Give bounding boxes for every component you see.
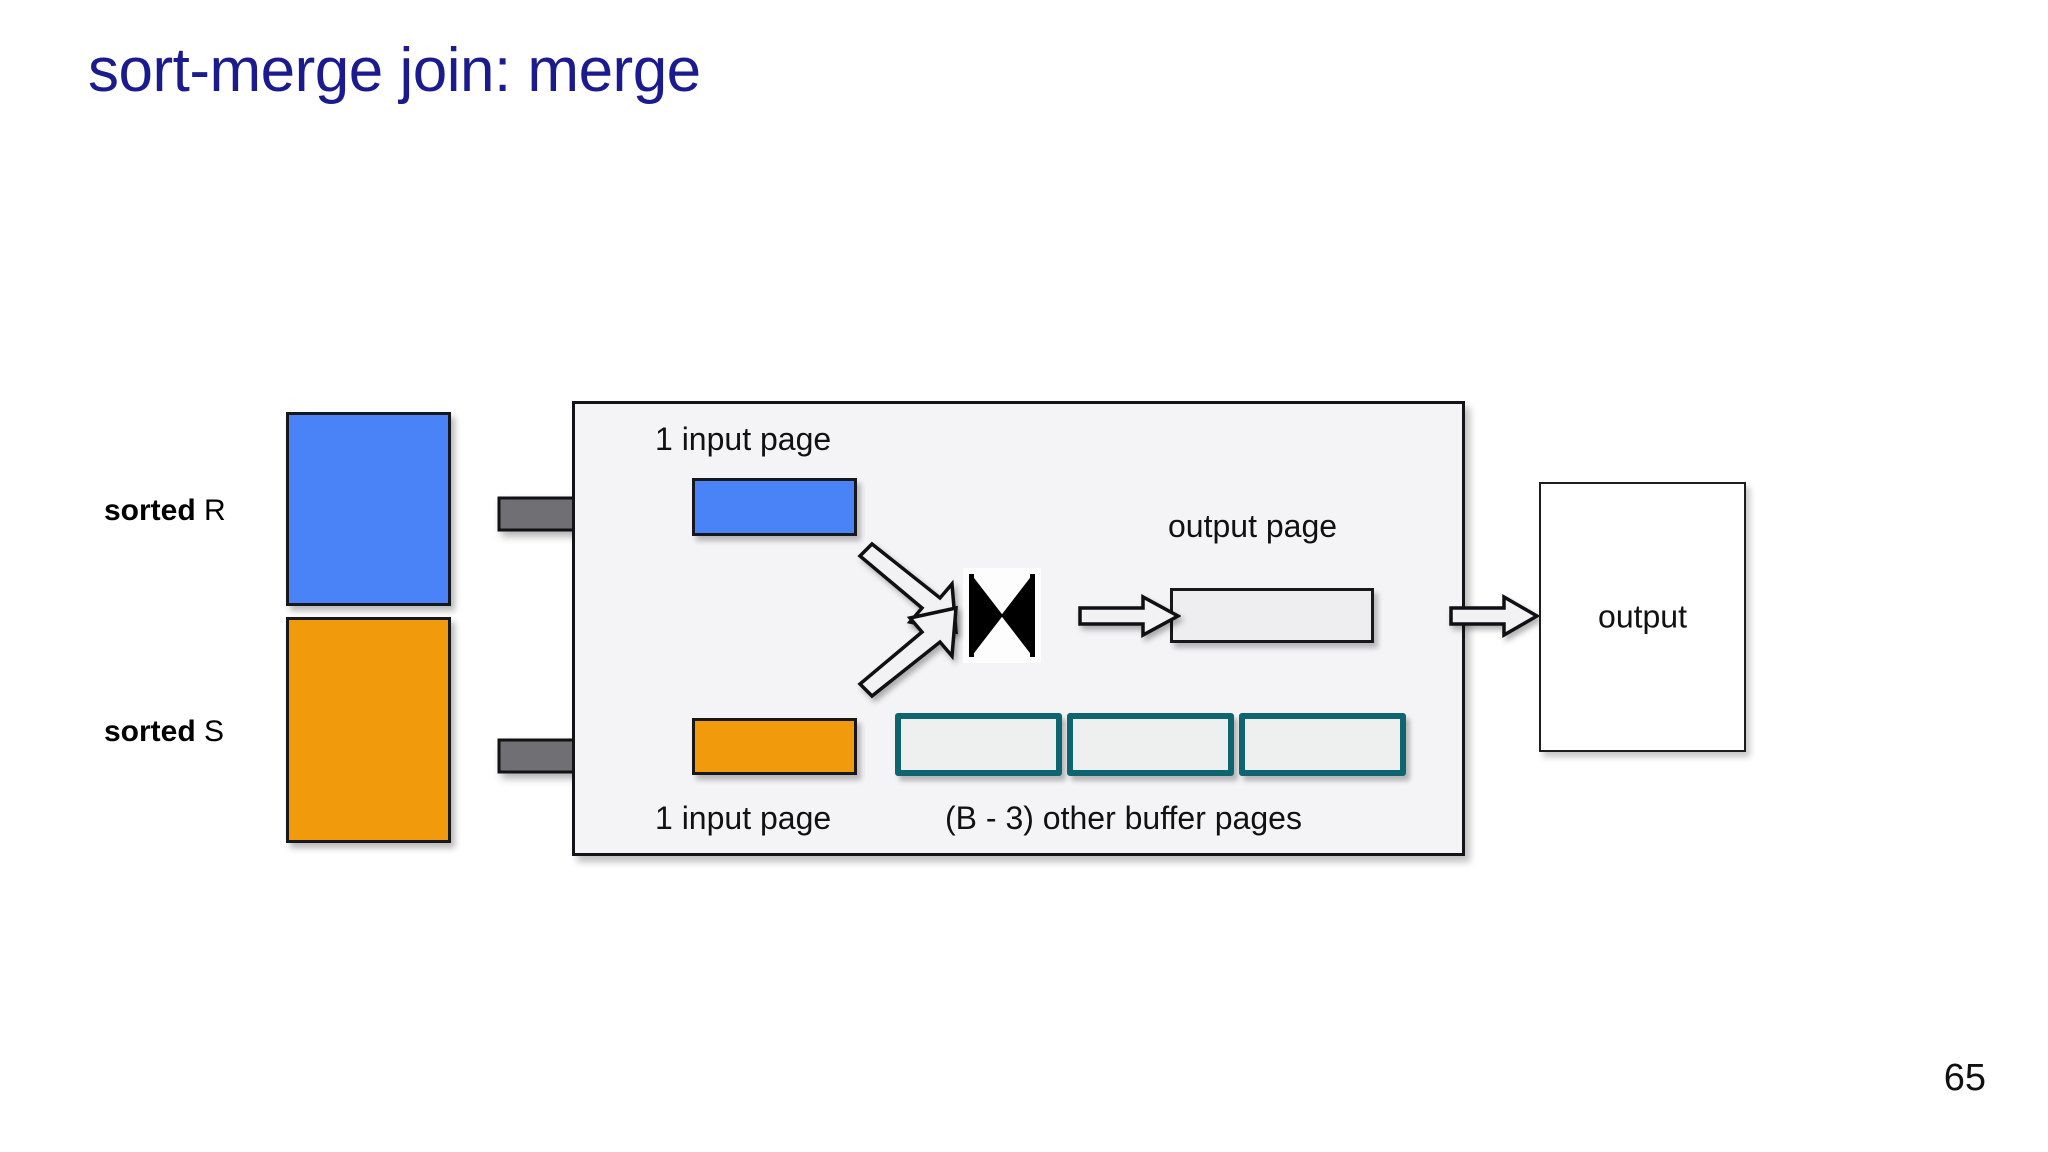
input-page-r xyxy=(692,478,857,536)
caption-other-buffer-pages: (B - 3) other buffer pages xyxy=(945,800,1302,836)
relation-box-r xyxy=(286,412,451,606)
input-page-s xyxy=(692,718,857,775)
slide-number: 65 xyxy=(1943,1057,1986,1099)
output-page-rect xyxy=(1170,588,1374,643)
relation-label-r: sorted R xyxy=(104,494,226,528)
relation-label-s-name: S xyxy=(204,715,225,748)
arrow-memory-to-output-icon xyxy=(1448,593,1541,639)
bowtie-join-icon xyxy=(963,568,1041,663)
caption-input-page-top: 1 input page xyxy=(655,421,832,457)
output-box: output xyxy=(1539,482,1746,752)
relation-label-r-bold: sorted xyxy=(104,494,196,527)
arrow-join-to-output-page-icon xyxy=(1077,594,1182,638)
page-title: sort-merge join: merge xyxy=(88,36,701,105)
arrow-input-s-to-join-icon xyxy=(856,600,976,700)
caption-output-page: output page xyxy=(1168,508,1338,544)
buffer-page xyxy=(895,713,1062,776)
caption-input-page-bottom: 1 input page xyxy=(655,800,832,836)
relation-label-s-bold: sorted xyxy=(104,715,196,748)
buffer-page xyxy=(1067,713,1234,776)
relation-box-s xyxy=(286,617,451,843)
buffer-page xyxy=(1239,713,1406,776)
output-box-label: output xyxy=(1598,598,1687,635)
relation-label-s: sorted S xyxy=(104,715,224,749)
relation-label-r-name: R xyxy=(204,494,226,527)
